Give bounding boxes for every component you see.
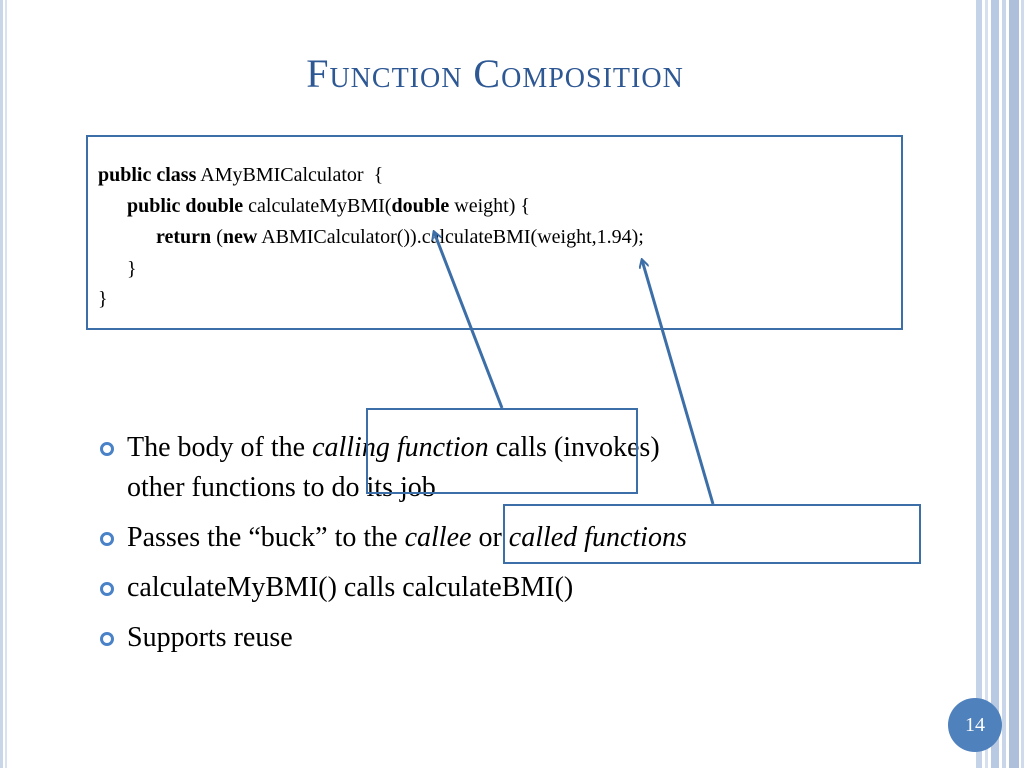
code-line-4: } [127, 258, 137, 280]
keyword: new [222, 226, 258, 248]
bullet-icon [100, 582, 114, 596]
code-text: AMyBMICalculator { [196, 164, 384, 186]
bullet-emphasis: calling function [312, 432, 489, 463]
bullet-text: calculateMyBMI() calls calculateBMI() [127, 572, 574, 603]
bullet-text: or [471, 522, 509, 553]
code-text: weight) { [449, 195, 530, 217]
bullet-emphasis: called functions [508, 522, 687, 553]
bullet-emphasis: callee [404, 522, 472, 553]
right-decorative-stripes [976, 0, 1024, 768]
code-line-3: return (new ABMICalculator()).calculateB… [156, 225, 644, 249]
code-line-2: public double calculateMyBMI(double weig… [127, 194, 530, 218]
code-text: calculateMyBMI( [243, 195, 392, 217]
code-line-5: } [98, 288, 108, 310]
code-text: ABMICalculator()).calculateBMI(weight,1.… [257, 226, 644, 248]
arrow-to-called-function [642, 260, 715, 505]
bullet-icon [100, 442, 114, 456]
page-number-badge: 14 [948, 698, 1002, 752]
code-text: ( [211, 226, 223, 248]
left-border [0, 0, 8, 768]
slide-title: Function Composition [306, 51, 684, 96]
keyword: return [156, 226, 212, 248]
bullet-text: calls (invokes) [488, 432, 660, 463]
bullet-icon [100, 532, 114, 546]
bullet-text: Supports reuse [127, 622, 293, 653]
bullet-text: Passes the “buck” to the [127, 522, 405, 553]
code-line-1: public class AMyBMICalculator { [98, 163, 383, 187]
bullet-text: other functions to do its job [127, 472, 436, 503]
keyword: public double [127, 195, 244, 217]
code-box: public class AMyBMICalculator { public d… [86, 135, 903, 330]
keyword: public class [98, 164, 197, 186]
bullet-text: The body of the [127, 432, 313, 463]
bullet-icon [100, 632, 114, 646]
keyword: double [391, 195, 450, 217]
calling-function-callout-box [366, 408, 638, 494]
arrow-to-calling-function [434, 232, 504, 409]
called-functions-callout-box [503, 504, 921, 564]
